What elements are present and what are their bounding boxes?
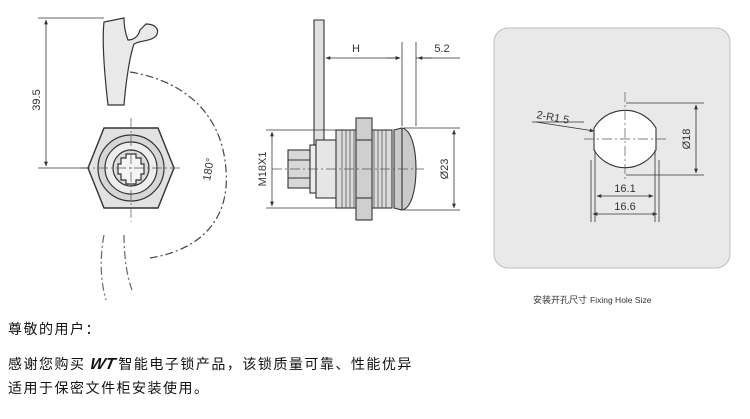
front-view [80, 17, 227, 300]
fixing-hole [584, 92, 666, 180]
wt-brand-logo: WT [87, 356, 117, 373]
hole-dimensions [532, 102, 704, 222]
line1-prefix: 感谢您购买 [8, 357, 86, 373]
hole-radius-label: 2-R1.5 [535, 109, 570, 127]
line1-suffix: 智能电子锁产品，该锁质量可靠、性能优异 [118, 357, 413, 373]
technical-drawing: 39.5 180° [31, 17, 731, 300]
rotation-angle-label: 180° [201, 157, 217, 182]
side-h-label: H [352, 43, 360, 55]
rotation-arc [129, 71, 227, 259]
side-diameter-label: Ø23 [439, 159, 451, 180]
front-height-dimension [38, 17, 104, 169]
greeting-text: 尊敬的用户： [8, 322, 101, 338]
front-height-label: 39.5 [31, 89, 43, 110]
hole-diameter-label: Ø18 [681, 129, 693, 150]
side-thread-label: M18X1 [257, 152, 269, 187]
phantom-tongue [100, 234, 133, 300]
side-thickness-label: 5.2 [434, 43, 449, 55]
description-line-2: 适用于保密文件柜安装使用。 [8, 381, 210, 397]
hole-flat-width-label: 16.1 [614, 183, 635, 195]
caption-en: Fixing Hole Size [590, 295, 652, 305]
side-dimensions [266, 42, 460, 211]
caption-zh: 安装开孔尺寸 [533, 296, 588, 306]
hole-outer-width-label: 16.6 [614, 201, 635, 213]
cam-tongue [102, 17, 159, 106]
side-view [272, 19, 424, 221]
